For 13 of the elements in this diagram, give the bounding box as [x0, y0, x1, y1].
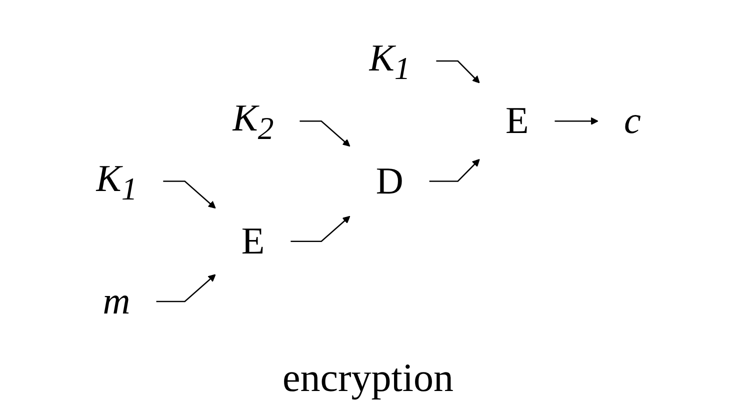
arrow — [162, 180, 216, 209]
arrow — [156, 274, 216, 302]
arrow — [554, 117, 598, 125]
node-text: E — [505, 99, 528, 142]
node-text: c — [624, 99, 640, 142]
arrow — [299, 120, 350, 147]
arrow — [436, 60, 480, 84]
node-text: D — [375, 160, 403, 202]
arrow — [428, 158, 480, 182]
node-text: E — [241, 220, 264, 262]
arrow — [290, 216, 350, 242]
caption: encryption — [282, 354, 454, 401]
node-text: m — [102, 280, 130, 322]
